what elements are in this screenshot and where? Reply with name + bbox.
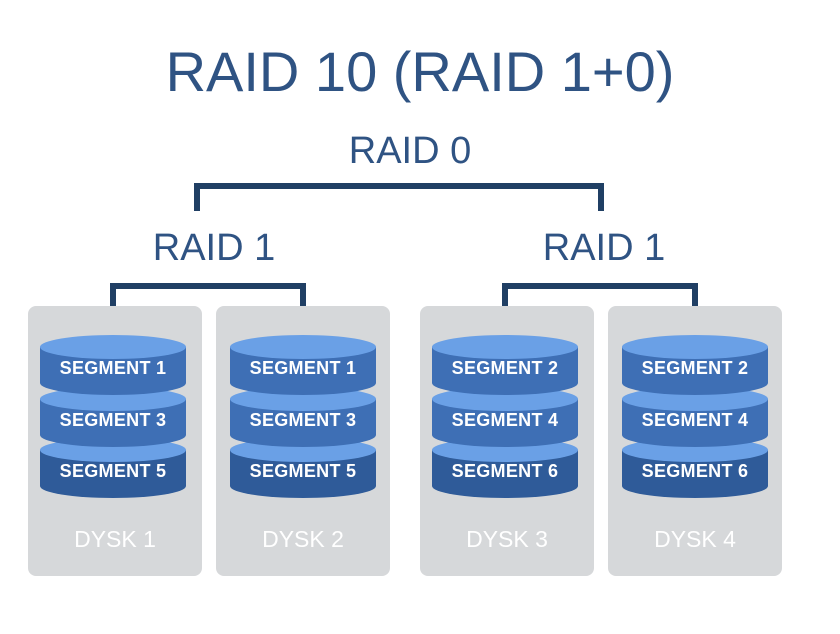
disk-label: DYSK 2 [262,526,344,552]
segment-label: SEGMENT 4 [641,410,749,430]
segment-label: SEGMENT 1 [59,358,167,378]
segment-cylinder: SEGMENT 1 [40,335,186,395]
segment-label: SEGMENT 1 [249,358,357,378]
segment-cylinder: SEGMENT 2 [432,335,578,395]
raid1-label-left: RAID 1 [152,227,276,269]
segment-label: SEGMENT 4 [451,410,559,430]
cylinder-shape [622,335,768,395]
disk-label: DYSK 1 [74,526,156,552]
segment-label: SEGMENT 6 [451,461,559,481]
segment-label: SEGMENT 6 [641,461,749,481]
segment-label: SEGMENT 2 [451,358,559,378]
cylinder-shape [230,335,376,395]
disk-label: DYSK 3 [466,526,548,552]
segment-label: SEGMENT 5 [249,461,357,481]
segment-cylinder: SEGMENT 1 [230,335,376,395]
disk-label: DYSK 4 [654,526,736,552]
raid0-label: RAID 0 [348,130,472,172]
segment-label: SEGMENT 5 [59,461,167,481]
segment-label: SEGMENT 3 [249,410,357,430]
raid1-label-right: RAID 1 [542,227,666,269]
cylinder-shape [432,335,578,395]
cylinder-shape [40,335,186,395]
diagram-title: RAID 10 (RAID 1+0) [165,40,675,103]
segment-cylinder: SEGMENT 6 [432,438,578,498]
segment-cylinder: SEGMENT 2 [622,335,768,395]
segment-cylinder: SEGMENT 4 [432,387,578,447]
raid0-connector [194,183,604,211]
segment-label: SEGMENT 2 [641,358,749,378]
segment-label: SEGMENT 3 [59,410,167,430]
